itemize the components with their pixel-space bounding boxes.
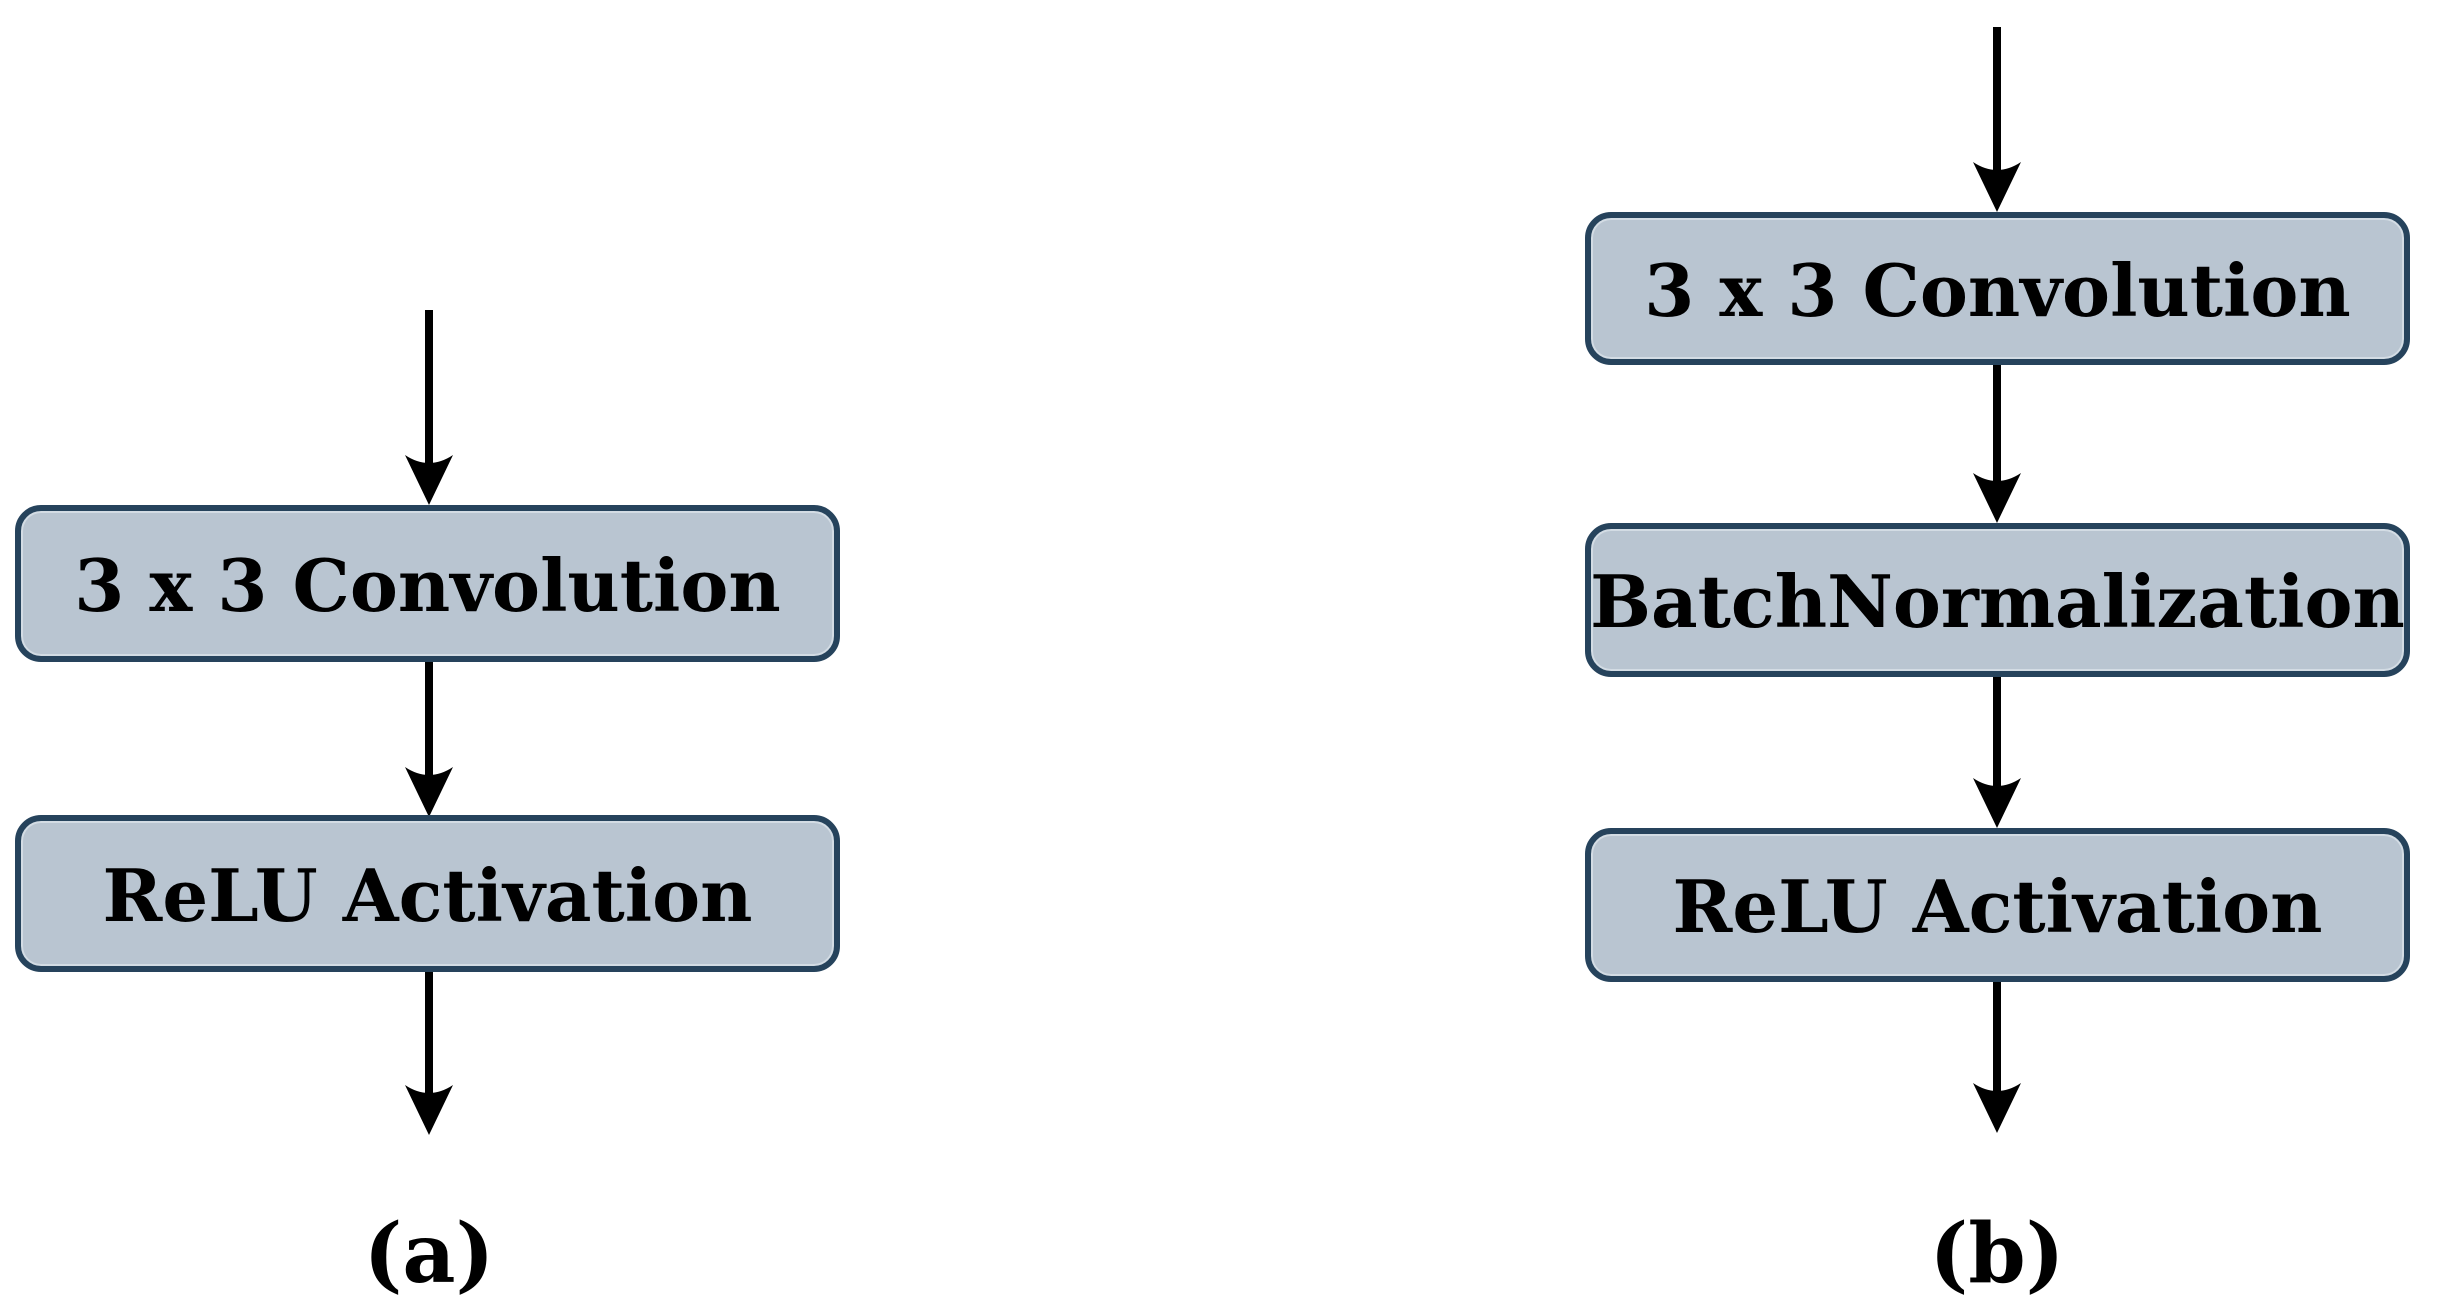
node-label: ReLU Activation [1672, 864, 2323, 949]
flow-arrow-down-icon [405, 662, 453, 817]
node-label: 3 x 3 Convolution [1644, 247, 2351, 333]
flow-arrow-down-icon [1973, 27, 2021, 212]
panel-caption-a: (a) [363, 1206, 495, 1302]
flow-arrow-down-icon [1973, 982, 2021, 1133]
flow-arrow-down-icon [1973, 365, 2021, 523]
flow-arrow-down-icon [1973, 677, 2021, 828]
node-batchnormalization-b: BatchNormalization [1585, 523, 2410, 677]
flow-arrow-down-icon [405, 310, 453, 505]
node-label: BatchNormalization [1590, 559, 2405, 644]
node-3x3-convolution-a: 3 x 3 Convolution [15, 505, 840, 662]
node-label: ReLU Activation [102, 852, 753, 938]
panel-caption-b: (b) [1929, 1206, 2065, 1302]
flow-arrow-down-icon [405, 972, 453, 1135]
node-relu-activation-b: ReLU Activation [1585, 828, 2410, 982]
node-relu-activation-a: ReLU Activation [15, 815, 840, 972]
node-3x3-convolution-b: 3 x 3 Convolution [1585, 212, 2410, 365]
node-label: 3 x 3 Convolution [74, 542, 781, 628]
